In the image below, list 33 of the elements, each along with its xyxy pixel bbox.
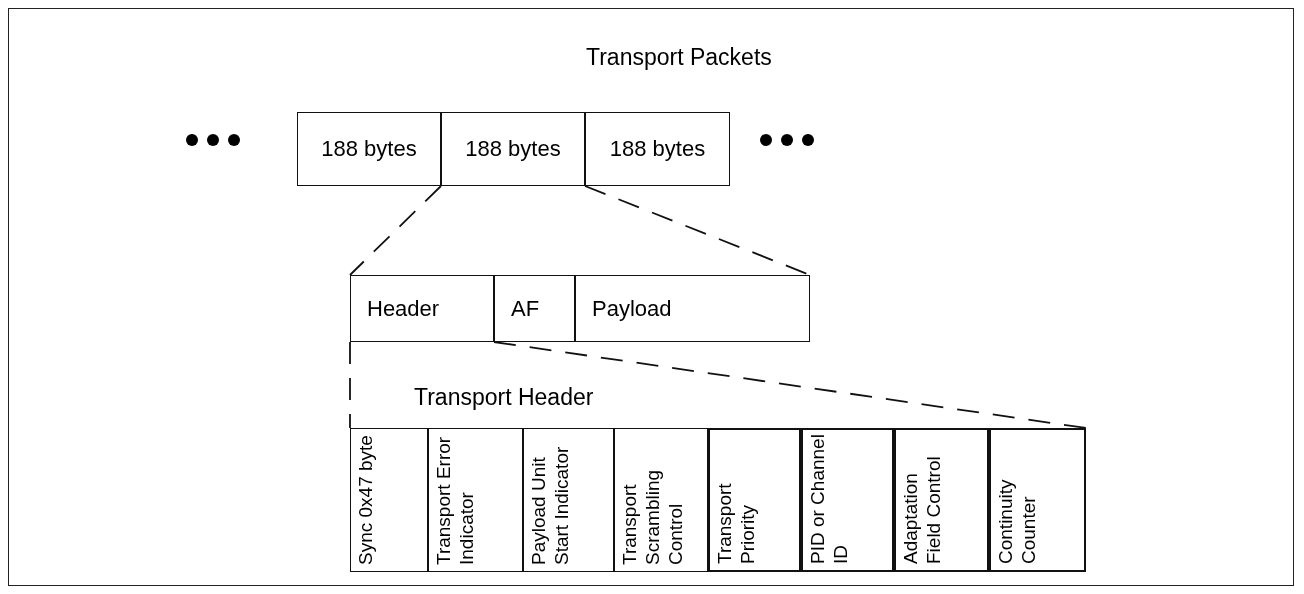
- packet-block: [585, 112, 730, 186]
- header-field: [708, 428, 801, 572]
- packet-block: [297, 112, 441, 186]
- field-name: Sync 0x47 byte: [355, 434, 377, 565]
- header-field: [989, 428, 1086, 572]
- packet-size-text: 188 bytes: [609, 136, 706, 162]
- field-name: Transport Scrambling Control: [619, 468, 687, 565]
- segment-name: Header: [367, 295, 440, 322]
- segment-name: Payload: [592, 295, 672, 322]
- packet-segment: [494, 275, 575, 342]
- packet-segment: [350, 275, 494, 342]
- dashed-expansion-line: [349, 185, 442, 276]
- packet-block: [441, 112, 585, 186]
- header-field: [894, 428, 989, 572]
- section-heading: Transport Header: [414, 384, 594, 411]
- header-field: [428, 428, 523, 572]
- diagram-title: Transport Packets: [586, 44, 772, 71]
- field-name: Payload Unit Start Indicator: [528, 445, 573, 565]
- segment-name: AF: [511, 295, 540, 322]
- header-field: [350, 428, 428, 572]
- field-name: PID or Channel ID: [807, 433, 852, 564]
- field-name: Transport Error Indicator: [433, 435, 478, 565]
- dashed-expansion-line: [349, 341, 351, 429]
- header-field: [523, 428, 614, 572]
- field-name: Continuity Counter: [995, 478, 1040, 564]
- dashed-expansion-line: [493, 341, 1087, 429]
- field-name: Transport Priority: [714, 482, 759, 564]
- packet-size-text: 188 bytes: [321, 136, 417, 162]
- header-field: [801, 428, 894, 572]
- packet-segment: [575, 275, 810, 342]
- packet-size-text: 188 bytes: [465, 136, 561, 162]
- header-field: [614, 428, 708, 572]
- field-name: Adaptation Field Control: [900, 455, 945, 564]
